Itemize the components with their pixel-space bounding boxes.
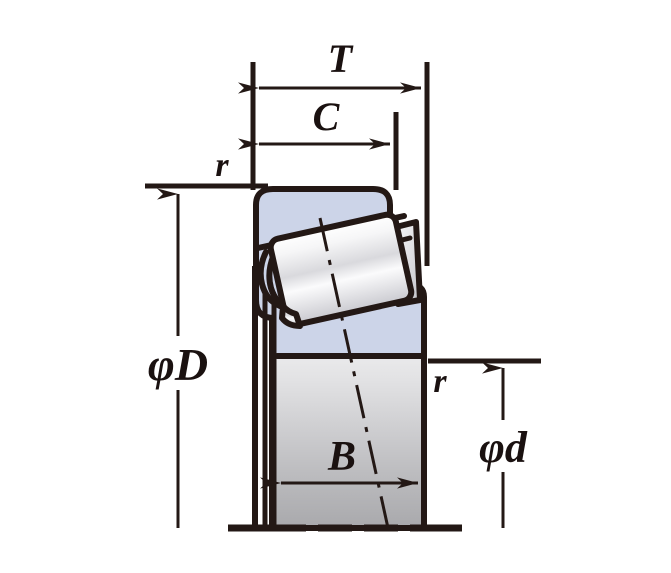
dimension-B: B bbox=[260, 434, 418, 489]
dimension-phid: φd bbox=[428, 358, 541, 528]
roller-element bbox=[267, 211, 415, 328]
dimension-phiD: φD bbox=[145, 183, 268, 528]
dimension-T: T bbox=[238, 36, 430, 266]
C-label: C bbox=[313, 94, 341, 139]
B-label: B bbox=[327, 434, 356, 480]
roller-body bbox=[267, 211, 415, 328]
phiD-label: φD bbox=[148, 339, 208, 390]
roller-axis-centerline bbox=[318, 217, 390, 529]
phid-label: φd bbox=[479, 423, 528, 472]
dimension-C: C bbox=[238, 94, 399, 190]
T-label: T bbox=[328, 36, 354, 81]
bearing-assembly bbox=[252, 186, 427, 531]
r-bottom-label: r bbox=[433, 363, 447, 400]
r-top-label: r bbox=[215, 147, 229, 184]
roller-end-tab bbox=[279, 303, 303, 329]
